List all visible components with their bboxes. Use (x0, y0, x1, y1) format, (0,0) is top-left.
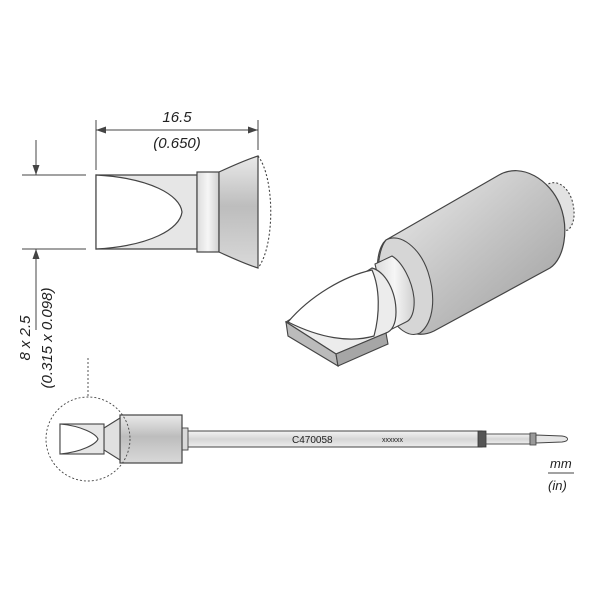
shaft-collar (181, 427, 189, 451)
part-code-label: C470058 (292, 435, 333, 446)
thin-shaft (485, 433, 531, 445)
side-view-break-line (257, 155, 272, 269)
needle-end (535, 434, 569, 444)
tip-dimension: 8 x 2.5 (0.315 x 0.098) (17, 140, 86, 388)
units-legend: mm (in) (548, 456, 574, 493)
heater-body (119, 414, 183, 464)
length-dimension: 16.5 (0.650) (95, 109, 259, 170)
tip-in-label: (0.315 x 0.098) (39, 288, 56, 389)
heater-flare (103, 417, 121, 461)
tip-mm-label: 8 x 2.5 (17, 315, 34, 361)
full-length-view: C470058 xxxxxx (45, 358, 569, 482)
side-view-neck (196, 171, 220, 253)
unit-secondary-label: (in) (548, 478, 567, 493)
unit-primary-label: mm (550, 456, 572, 471)
shaft-band (477, 430, 487, 448)
thin-shaft-ring (529, 432, 537, 446)
length-in-label: (0.650) (153, 135, 201, 152)
side-view (95, 155, 272, 269)
perspective-view (284, 170, 575, 368)
detail-circle (45, 396, 131, 482)
tip-chisel-face (59, 423, 99, 455)
side-view-collar (218, 155, 259, 269)
side-view-chisel-face (95, 174, 183, 250)
perspective-neck (374, 255, 415, 331)
length-mm-label: 16.5 (162, 109, 192, 126)
perspective-chisel-face (287, 269, 379, 340)
part-placeholder-label: xxxxxx (382, 437, 404, 444)
